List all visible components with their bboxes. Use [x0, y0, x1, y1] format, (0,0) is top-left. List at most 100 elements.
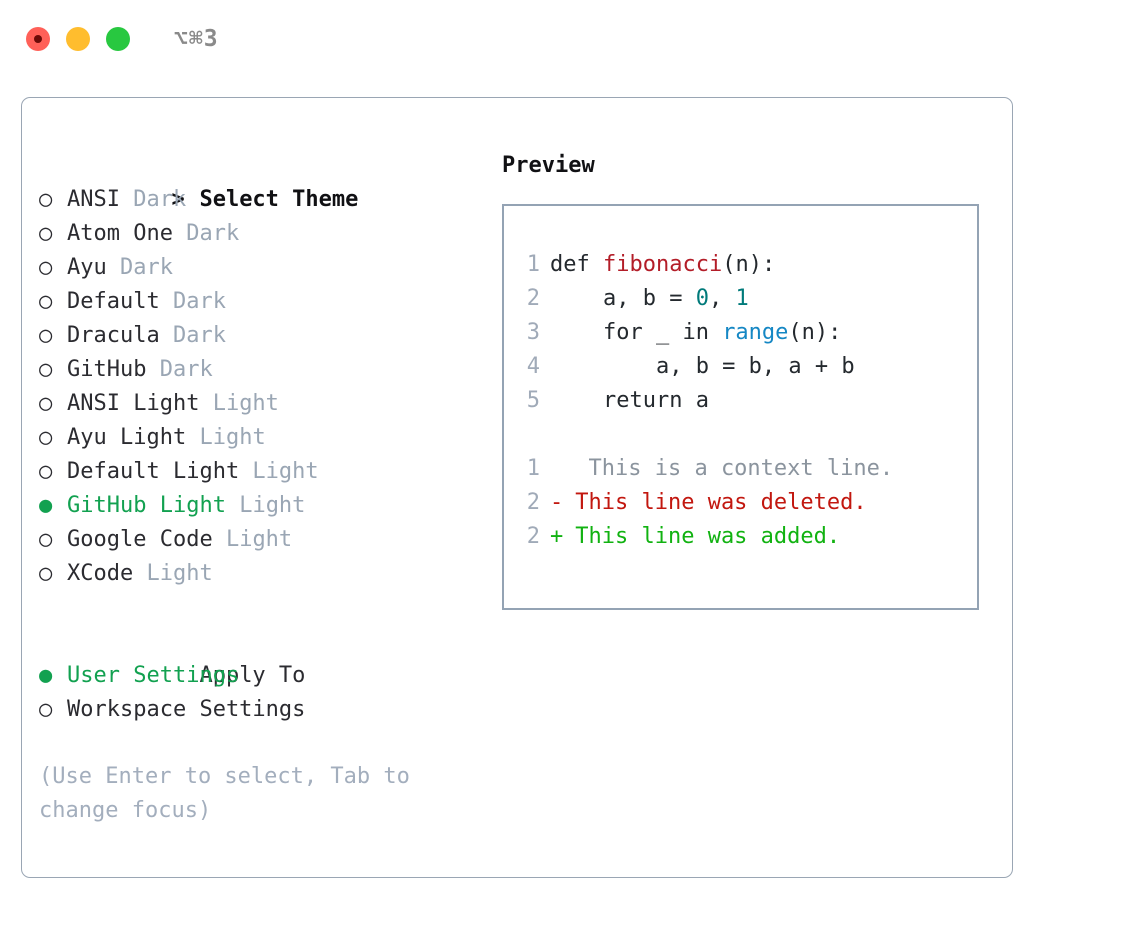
- theme-variant-tag: Dark: [146, 357, 213, 382]
- theme-name-label: XCode: [67, 561, 134, 586]
- line-number: 2: [526, 524, 540, 549]
- diff-block: 1 This is a context line.2- This line wa…: [514, 452, 969, 554]
- prompt-marker-icon: >: [171, 187, 185, 212]
- theme-list-item[interactable]: ○XCode Light: [39, 557, 469, 591]
- theme-variant-tag: Dark: [159, 289, 226, 314]
- code-token: (n):: [722, 252, 776, 277]
- theme-list-item[interactable]: ○Google Code Light: [39, 523, 469, 557]
- radio-unselected-icon: ○: [39, 221, 53, 246]
- diff-sign: +: [550, 524, 564, 549]
- radio-unselected-icon: ○: [39, 255, 53, 280]
- code-diff-spacer: [514, 418, 969, 452]
- line-number: 1: [526, 252, 540, 277]
- code-token: ,: [708, 286, 736, 311]
- theme-variant-tag: Light: [239, 459, 319, 484]
- theme-name-label: Google Code: [67, 527, 213, 552]
- preview-heading: Preview: [502, 153, 595, 178]
- radio-unselected-icon: ○: [39, 697, 53, 722]
- code-line: 5 return a: [514, 384, 969, 418]
- diff-sign: [550, 452, 562, 486]
- section-spacer: [39, 591, 469, 625]
- apply-to-item[interactable]: ○ Workspace Settings: [39, 693, 469, 727]
- keyboard-shortcut-label: ⌥⌘3: [174, 26, 219, 52]
- theme-name-label: Default: [67, 289, 160, 314]
- diff-text: This line was deleted.: [562, 490, 867, 515]
- select-theme-title: Select Theme: [199, 187, 359, 212]
- theme-list: ○ANSI Dark○Atom One Dark○Ayu Dark○Defaul…: [39, 183, 469, 591]
- code-token: 0: [695, 286, 709, 311]
- theme-variant-tag: Light: [212, 527, 293, 552]
- theme-name-label: Ayu Light: [67, 425, 187, 450]
- theme-list-item[interactable]: ○ Ayu Light Light: [39, 421, 469, 455]
- theme-selector-column: >Select Theme ○ANSI Dark○Atom One Dark○A…: [39, 149, 469, 727]
- apply-to-label: Workspace Settings: [67, 697, 306, 722]
- line-number: 1: [526, 456, 540, 481]
- line-number: 3: [526, 320, 540, 345]
- maximize-button[interactable]: [106, 27, 130, 51]
- radio-unselected-icon: ○: [39, 391, 53, 416]
- theme-name-label: GitHub Light: [67, 493, 226, 518]
- diff-line: 2 + This line was added.: [514, 520, 969, 554]
- theme-list-item[interactable]: ●GitHub Light Light: [39, 489, 469, 523]
- code-token: fibonacci: [602, 252, 723, 277]
- apply-to-label: User Settings: [67, 663, 240, 688]
- radio-unselected-icon: ○: [39, 357, 53, 382]
- theme-variant-tag: Light: [225, 493, 306, 518]
- code-token: for _ in: [550, 320, 723, 345]
- record-indicator-icon: [34, 35, 42, 43]
- theme-name-label: ANSI Light: [67, 391, 200, 416]
- theme-name-label: Dracula: [67, 323, 160, 348]
- code-line: 2 a, b = 0, 1: [514, 282, 969, 316]
- main-panel: >Select Theme ○ANSI Dark○Atom One Dark○A…: [21, 97, 1013, 878]
- code-line: 3 for _ in range(n):: [514, 316, 969, 350]
- preview-column: Preview: [502, 149, 992, 183]
- theme-list-item[interactable]: ○ ANSI Dark: [39, 183, 469, 217]
- title-bar: ⌥⌘3: [0, 0, 1140, 78]
- apply-to-list: ● User Settings ○ Workspace Settings: [39, 659, 469, 727]
- code-token: 1: [735, 286, 749, 311]
- theme-variant-tag: Dark: [159, 323, 226, 348]
- diff-line: 1 This is a context line.: [514, 452, 969, 486]
- theme-variant-tag: Light: [199, 391, 279, 416]
- diff-line: 2- This line was deleted.: [514, 486, 969, 520]
- radio-unselected-icon: ○: [39, 187, 53, 212]
- theme-name-label: Ayu: [67, 255, 107, 280]
- traffic-lights: [26, 27, 130, 51]
- theme-variant-tag: Dark: [119, 187, 187, 212]
- theme-list-item[interactable]: ○ Dracula Dark: [39, 319, 469, 353]
- radio-selected-icon: ●: [39, 663, 53, 688]
- theme-variant-tag: Light: [186, 425, 266, 450]
- code-token: range: [722, 320, 789, 345]
- code-line: 4 a, b = b, a + b: [514, 350, 969, 384]
- radio-unselected-icon: ○: [39, 425, 53, 450]
- theme-list-item[interactable]: ○Atom One Dark: [39, 217, 469, 251]
- apply-to-item[interactable]: ● User Settings: [39, 659, 469, 693]
- minimize-button[interactable]: [66, 27, 90, 51]
- theme-list-item[interactable]: ○ ANSI Light Light: [39, 387, 469, 421]
- line-number: 2: [526, 286, 540, 311]
- diff-text: This line was added.: [562, 524, 841, 549]
- radio-unselected-icon: ○: [39, 323, 53, 348]
- line-number: 2: [526, 490, 540, 515]
- theme-list-item[interactable]: ○Ayu Dark: [39, 251, 469, 285]
- theme-list-item[interactable]: ○Default Light Light: [39, 455, 469, 489]
- theme-name-label: GitHub: [67, 357, 147, 382]
- radio-unselected-icon: ○: [39, 561, 53, 586]
- theme-variant-tag: Dark: [172, 221, 240, 246]
- line-number: 5: [526, 388, 540, 413]
- diff-text: This is a context line.: [562, 456, 894, 481]
- theme-list-item[interactable]: ○Default Dark: [39, 285, 469, 319]
- keyboard-hint-text: (Use Enter to select, Tab to change focu…: [39, 764, 424, 823]
- theme-name-label: ANSI: [67, 187, 120, 212]
- diff-sign: -: [550, 490, 564, 515]
- close-button[interactable]: [26, 27, 50, 51]
- theme-list-item[interactable]: ○ GitHub Dark: [39, 353, 469, 387]
- apply-to-title: Apply To: [199, 663, 306, 688]
- code-token: a, b =: [550, 286, 696, 311]
- theme-name-label: Default Light: [67, 459, 240, 484]
